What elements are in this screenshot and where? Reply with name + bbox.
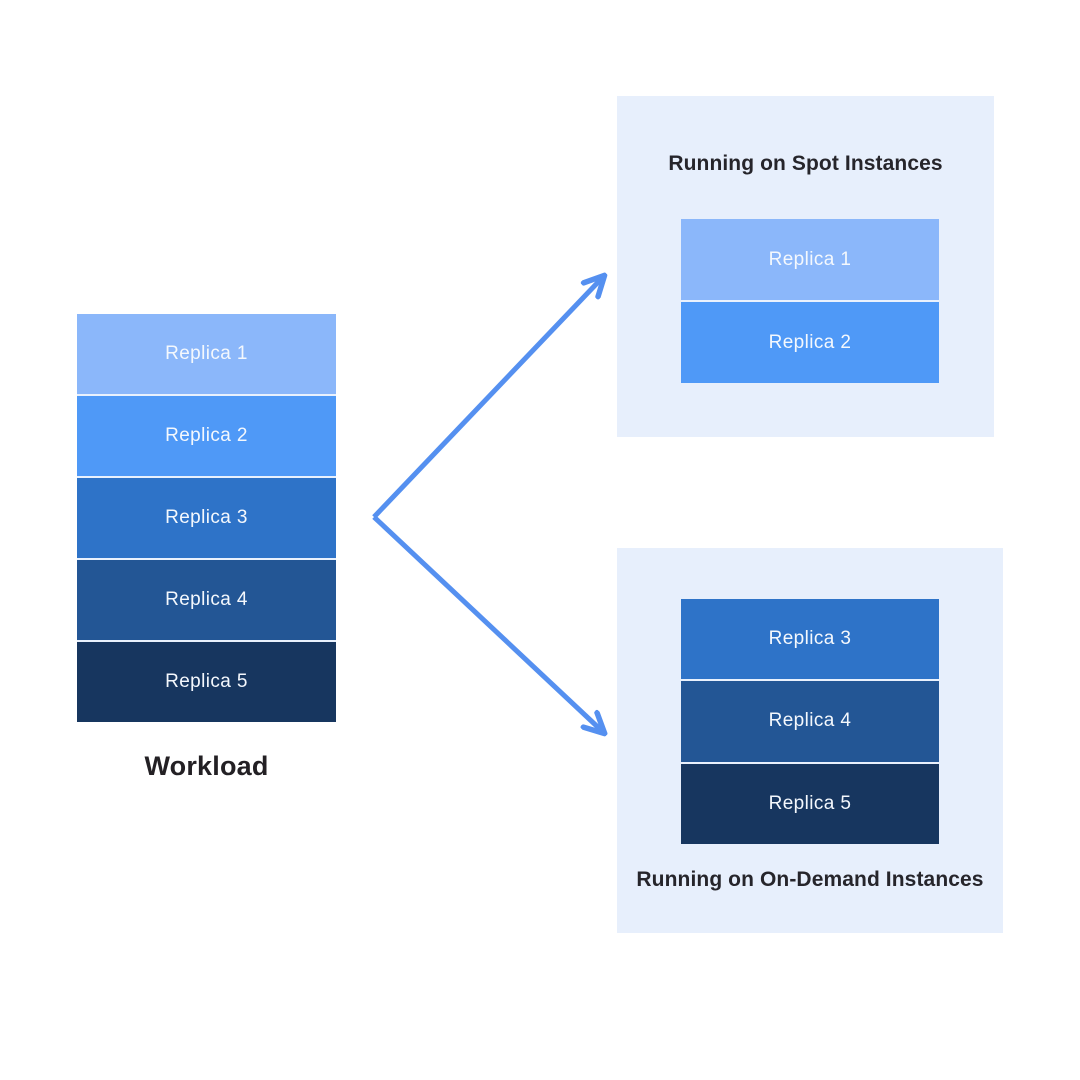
workload-replica-5: Replica 5 xyxy=(77,640,336,722)
spot-replica-1: Replica 1 xyxy=(681,219,939,300)
spot-replica-2: Replica 2 xyxy=(681,300,939,383)
spot-group-title: Running on Spot Instances xyxy=(668,152,943,175)
ondemand-replica-5: Replica 5 xyxy=(681,761,939,844)
arrow-to-spot-icon xyxy=(372,278,602,519)
replica-label: Replica 1 xyxy=(165,343,248,364)
workload-replica-2: Replica 2 xyxy=(77,394,336,476)
replica-label: Replica 3 xyxy=(165,507,248,528)
ondemand-replica-stack: Replica 3 Replica 4 Replica 5 xyxy=(681,599,939,844)
ondemand-replica-4: Replica 4 xyxy=(681,679,939,762)
ondemand-instances-group: Replica 3 Replica 4 Replica 5 Running on… xyxy=(617,548,1003,933)
replica-label: Replica 3 xyxy=(768,628,852,650)
replica-label: Replica 1 xyxy=(768,248,852,270)
replica-label: Replica 4 xyxy=(165,589,248,610)
workload-title: Workload xyxy=(144,751,269,781)
workload-replica-4: Replica 4 xyxy=(77,558,336,640)
replica-label: Replica 5 xyxy=(768,792,852,814)
spot-replica-stack: Replica 1 Replica 2 xyxy=(681,219,939,383)
ondemand-replica-3: Replica 3 xyxy=(681,599,939,680)
arrow-to-ondemand-icon xyxy=(372,515,602,731)
workload-stack: Replica 1 Replica 2 Replica 3 Replica 4 … xyxy=(77,314,336,722)
spot-instances-group: Running on Spot Instances Replica 1 Repl… xyxy=(617,96,994,437)
workload-replica-1: Replica 1 xyxy=(77,314,336,394)
workload-replica-3: Replica 3 xyxy=(77,476,336,558)
replica-label: Replica 2 xyxy=(165,425,248,446)
replica-label: Replica 5 xyxy=(165,671,248,692)
ondemand-group-title: Running on On-Demand Instances xyxy=(636,868,984,891)
replica-label: Replica 4 xyxy=(768,710,852,732)
replica-label: Replica 2 xyxy=(768,331,852,353)
